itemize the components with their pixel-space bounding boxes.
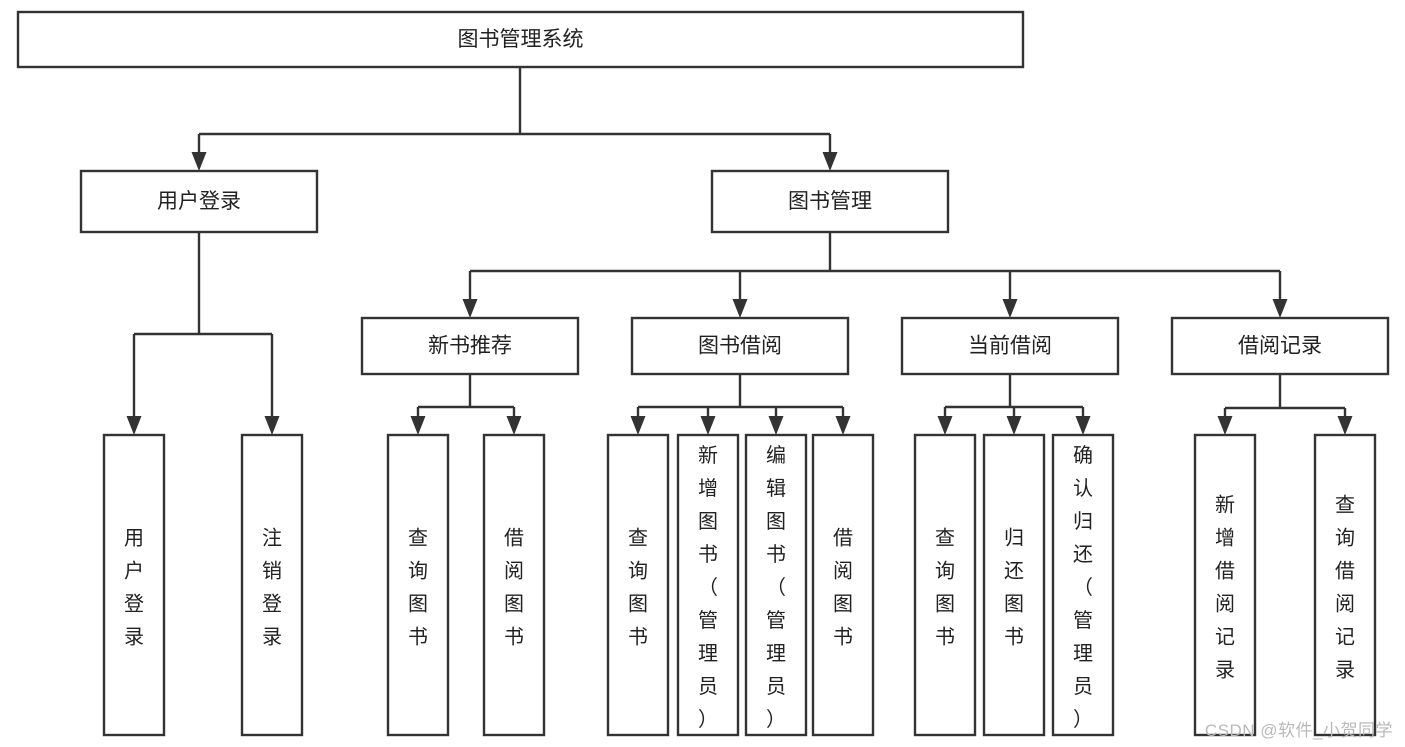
node-label-user-login: 用户登录 xyxy=(157,190,241,213)
arrow-head-icon xyxy=(506,416,522,435)
node-leaf-logout[interactable]: 注销登录 xyxy=(240,433,304,737)
node-box-leaf-bb-edit-book[interactable] xyxy=(744,433,808,737)
connector-group-root-to-level2 xyxy=(197,67,832,153)
arrow-head-icon xyxy=(1272,299,1288,318)
arrow-head-icon xyxy=(1006,416,1022,435)
node-leaf-cb-return-book[interactable]: 归还图书 xyxy=(982,433,1046,737)
node-label-new-book-recommend: 新书推荐 xyxy=(428,335,512,358)
node-label-leaf-cb-confirm-return: 确认归还（管理员） xyxy=(1073,444,1093,731)
connectors-layer xyxy=(126,67,1353,435)
arrow-head-icon xyxy=(1075,416,1091,435)
node-label-borrow-record: 借阅记录 xyxy=(1238,335,1322,358)
node-label-leaf-cb-return-book: 归还图书 xyxy=(1004,527,1024,649)
node-label-leaf-rec-borrow-book: 借阅图书 xyxy=(504,527,524,649)
connector-group-recommend-to-leaves xyxy=(416,374,516,417)
node-book-borrow[interactable]: 图书借阅 xyxy=(630,316,850,376)
watermark-text: CSDN @软件_小贺同学 xyxy=(1204,721,1393,740)
node-label-leaf-bb-query-book: 查询图书 xyxy=(628,527,648,649)
node-box-leaf-user-login[interactable] xyxy=(102,433,166,737)
arrow-head-icon xyxy=(822,152,838,171)
arrow-head-icon xyxy=(1002,299,1018,318)
nodes-layer: 图书管理系统用户登录图书管理新书推荐图书借阅当前借阅借阅记录用户登录注销登录查询… xyxy=(16,10,1390,737)
node-box-leaf-bb-borrow-book[interactable] xyxy=(811,433,875,737)
node-label-book-borrow: 图书借阅 xyxy=(698,335,782,358)
node-label-leaf-user-login: 用户登录 xyxy=(124,528,144,649)
arrow-head-icon xyxy=(700,416,716,435)
node-label-leaf-bb-edit-book: 编辑图书（管理员） xyxy=(766,444,786,731)
node-leaf-rec-borrow-book[interactable]: 借阅图书 xyxy=(482,433,546,737)
arrow-head-icon xyxy=(264,416,280,435)
node-user-login[interactable]: 用户登录 xyxy=(79,169,319,234)
node-label-leaf-bb-add-book: 新增图书（管理员） xyxy=(698,444,718,731)
node-current-borrow[interactable]: 当前借阅 xyxy=(900,316,1120,376)
node-label-current-borrow: 当前借阅 xyxy=(968,335,1052,358)
node-new-book-recommend[interactable]: 新书推荐 xyxy=(360,316,580,376)
node-box-leaf-cb-query-book[interactable] xyxy=(913,433,977,737)
node-label-leaf-bb-borrow-book: 借阅图书 xyxy=(833,527,853,649)
node-box-leaf-cb-return-book[interactable] xyxy=(982,433,1046,737)
node-box-leaf-br-add-record[interactable] xyxy=(1193,433,1257,737)
node-box-leaf-cb-confirm-return[interactable] xyxy=(1051,433,1115,737)
node-label-book-manage: 图书管理 xyxy=(788,190,872,213)
node-label-leaf-br-query-record: 查询借阅记录 xyxy=(1335,494,1355,682)
arrow-head-icon xyxy=(937,416,953,435)
node-leaf-bb-add-book[interactable]: 新增图书（管理员） xyxy=(676,433,740,737)
node-leaf-br-query-record[interactable]: 查询借阅记录 xyxy=(1313,433,1377,737)
arrow-head-icon xyxy=(191,152,207,171)
node-box-borrow-record[interactable] xyxy=(1170,316,1390,376)
node-box-root[interactable] xyxy=(16,10,1025,69)
connector-group-borrow-to-leaves xyxy=(636,374,845,417)
node-box-leaf-rec-query-book[interactable] xyxy=(386,433,450,737)
connector-group-user-login-to-leaves xyxy=(132,232,274,417)
arrow-head-icon xyxy=(410,416,426,435)
node-leaf-cb-query-book[interactable]: 查询图书 xyxy=(913,433,977,737)
node-leaf-bb-edit-book[interactable]: 编辑图书（管理员） xyxy=(744,433,808,737)
node-leaf-br-add-record[interactable]: 新增借阅记录 xyxy=(1193,433,1257,737)
node-label-leaf-logout: 注销登录 xyxy=(262,527,282,649)
arrow-head-icon xyxy=(126,416,142,435)
node-leaf-bb-borrow-book[interactable]: 借阅图书 xyxy=(811,433,875,737)
arrow-head-icon xyxy=(835,416,851,435)
node-box-book-manage[interactable] xyxy=(710,169,950,234)
arrow-head-icon xyxy=(732,299,748,318)
node-leaf-cb-confirm-return[interactable]: 确认归还（管理员） xyxy=(1051,433,1115,737)
node-root[interactable]: 图书管理系统 xyxy=(16,10,1025,69)
node-label-leaf-br-add-record: 新增借阅记录 xyxy=(1215,494,1235,682)
connector-group-record-to-leaves xyxy=(1223,374,1347,417)
node-label-leaf-rec-query-book: 查询图书 xyxy=(408,527,428,649)
arrow-head-icon xyxy=(1217,416,1233,435)
node-leaf-bb-query-book[interactable]: 查询图书 xyxy=(606,433,670,737)
arrow-head-icon xyxy=(462,299,478,318)
node-leaf-rec-query-book[interactable]: 查询图书 xyxy=(386,433,450,737)
arrow-head-icon xyxy=(630,416,646,435)
arrow-head-icon xyxy=(1337,416,1353,435)
node-box-new-book-recommend[interactable] xyxy=(360,316,580,376)
node-box-user-login[interactable] xyxy=(79,169,319,234)
node-box-current-borrow[interactable] xyxy=(900,316,1120,376)
node-borrow-record[interactable]: 借阅记录 xyxy=(1170,316,1390,376)
node-book-manage[interactable]: 图书管理 xyxy=(710,169,950,234)
node-box-book-borrow[interactable] xyxy=(630,316,850,376)
node-box-leaf-bb-add-book[interactable] xyxy=(676,433,740,737)
connector-group-book-manage-to-level3 xyxy=(468,232,1282,300)
node-label-leaf-cb-query-book: 查询图书 xyxy=(935,527,955,649)
node-box-leaf-logout[interactable] xyxy=(240,433,304,737)
connector-group-current-to-leaves xyxy=(943,374,1085,417)
node-label-root: 图书管理系统 xyxy=(458,28,584,51)
node-box-leaf-rec-borrow-book[interactable] xyxy=(482,433,546,737)
node-leaf-user-login[interactable]: 用户登录 xyxy=(102,433,166,737)
node-box-leaf-br-query-record[interactable] xyxy=(1313,433,1377,737)
arrow-head-icon xyxy=(768,416,784,435)
node-box-leaf-bb-query-book[interactable] xyxy=(606,433,670,737)
